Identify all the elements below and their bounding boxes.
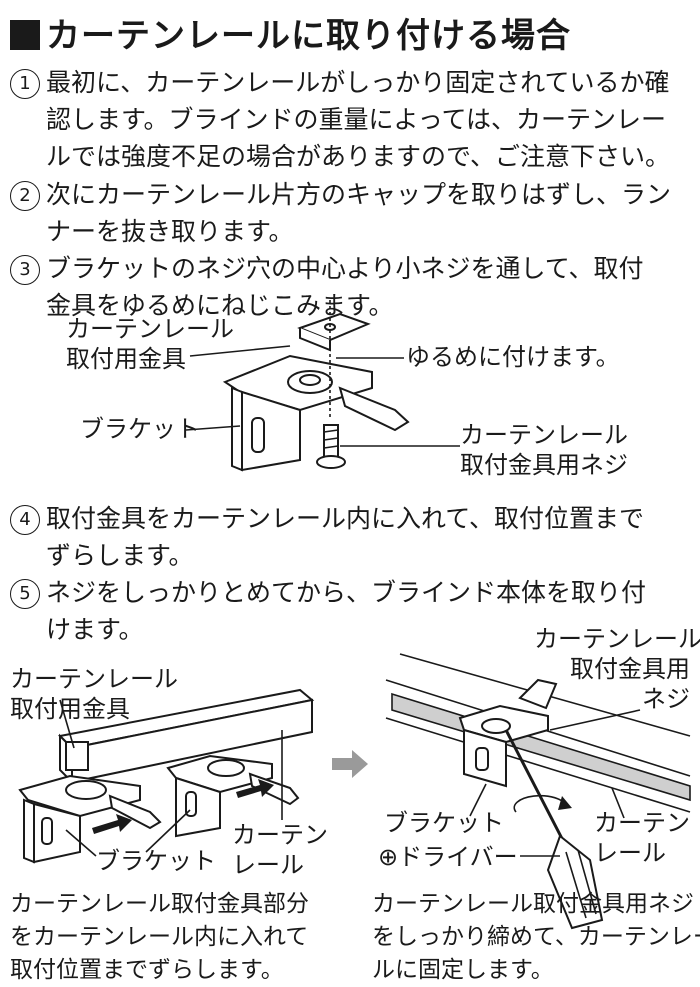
fig2-arrow-middle [236,779,274,798]
step-number: 5 [10,579,40,609]
fig1-screw-label: カーテンレール 取付金具用ネジ [460,421,628,479]
fig2-arrow-left [92,814,132,834]
fig1-loose-label: ゆるめに付けます。 [406,343,620,371]
fig3-driver-drawing [385,653,691,930]
page-title: カーテンレールに取り付ける場合 [10,8,571,57]
fig1-mount-label: カーテンレール 取付用金具 [66,315,234,373]
step-number: 3 [10,255,40,285]
fig2-bracket-label: ブラケット [96,847,216,875]
fig3-caption: カーテンレール取付金具用ネジ をしっかり締めて、カーテンレー ルに固定します。 [372,891,700,983]
fig3-bracket-label: ブラケット [384,809,504,837]
fig1-bracket-arm [338,386,410,432]
fig2-rail-label: カーテン レール [232,821,328,879]
fig2-rail-drawing [18,688,315,864]
fig3-rail-label: カーテン レール [594,809,690,867]
fig3-driver-label: ⊕ドライバー [378,843,518,871]
step-number: 4 [10,505,40,535]
square-bullet-icon [10,20,40,50]
fig1-bracket-label: ブラケット [80,415,200,443]
fig1-bracket-drawing [185,300,460,472]
step-number: 2 [10,181,40,211]
step-number: 1 [10,69,40,99]
next-arrow-icon [332,750,368,778]
fig2-mount-label: カーテンレール 取付用金具 [10,665,178,723]
fig3-screw-label: カーテンレール 取付金具用 ネジ [534,625,700,713]
fig2-caption: カーテンレール取付金具部分 をカーテンレール内に入れて 取付位置までずらします。 [10,891,309,983]
